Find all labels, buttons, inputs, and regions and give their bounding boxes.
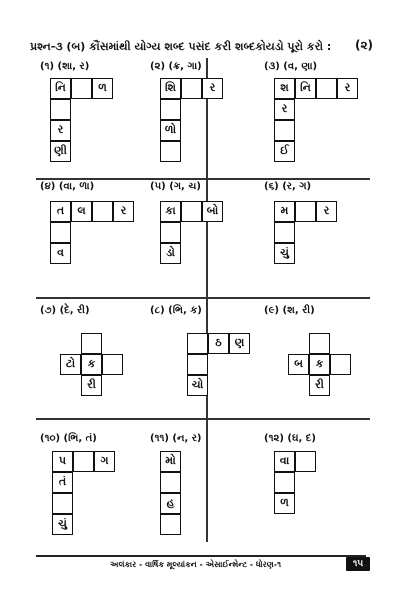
puzzle-6-label: (૬) (ર, ગ) xyxy=(264,181,312,192)
page-number-badge: ૧૫ xyxy=(346,557,370,571)
puzzle-8-label: (૮) (ભિ, ક) xyxy=(150,305,202,316)
puzzle-5-cell[interactable] xyxy=(181,201,202,222)
puzzle-8-cell[interactable]: ણ xyxy=(229,333,250,354)
puzzle-11-cell[interactable]: મો xyxy=(160,451,181,472)
puzzle-3-label: (૩) (વ, ણા) xyxy=(264,61,318,72)
puzzle-4-label: (૪) (વા, ળા) xyxy=(40,181,95,192)
puzzle-6-cell[interactable]: ર xyxy=(316,201,337,222)
puzzle-4-cell[interactable]: લ xyxy=(71,201,92,222)
puzzle-5-cell[interactable]: ડો xyxy=(160,243,181,264)
puzzle-1-cell[interactable]: ણી xyxy=(50,141,71,162)
puzzle-11-cell[interactable]: હ xyxy=(160,493,181,514)
puzzle-3-cell[interactable] xyxy=(274,120,295,141)
puzzle-5-label: (૫) (ગ, ચ) xyxy=(150,181,201,192)
puzzle-9-cell[interactable] xyxy=(330,354,351,375)
puzzle-5-cell[interactable]: કા xyxy=(160,201,181,222)
puzzle-8-cell[interactable] xyxy=(187,354,208,375)
puzzle-1-cell[interactable]: ર xyxy=(50,120,71,141)
puzzle-10-cell[interactable] xyxy=(73,451,94,472)
puzzle-2-label: (૨) (ક્ર, ગા) xyxy=(150,61,202,72)
puzzle-2-cell[interactable]: ર xyxy=(202,78,223,99)
puzzle-8-cell[interactable]: ઠ xyxy=(208,333,229,354)
puzzle-11-cell[interactable] xyxy=(160,472,181,493)
puzzle-4-cell[interactable]: વ xyxy=(50,243,71,264)
puzzle-1-cell[interactable]: ળ xyxy=(92,78,113,99)
row-divider-3 xyxy=(36,418,370,420)
row-divider-1 xyxy=(36,178,370,180)
puzzle-2-cell[interactable] xyxy=(160,141,181,162)
puzzle-11-cell[interactable] xyxy=(160,514,181,535)
puzzle-3-cell[interactable]: ઈ xyxy=(274,141,295,162)
puzzle-8-cell[interactable] xyxy=(187,333,208,354)
puzzle-9-cell[interactable]: બ xyxy=(288,354,309,375)
puzzle-4-cell[interactable]: ત xyxy=(50,201,71,222)
puzzle-6-cell[interactable] xyxy=(274,222,295,243)
puzzle-4-cell[interactable] xyxy=(92,201,113,222)
puzzle-7-cell[interactable] xyxy=(102,354,123,375)
puzzle-4-cell[interactable]: ર xyxy=(113,201,134,222)
puzzle-12-cell[interactable] xyxy=(274,472,295,493)
puzzle-11-label: (૧૧) (ન, ર) xyxy=(150,433,202,444)
puzzle-10-cell[interactable]: ચું xyxy=(52,514,73,535)
question-marks: (૨) xyxy=(355,38,374,52)
puzzle-3-cell[interactable] xyxy=(316,78,337,99)
puzzle-9-label: (૯) (શ, રી) xyxy=(264,305,315,316)
puzzle-9-cell[interactable]: ક xyxy=(309,354,330,375)
puzzle-6-cell[interactable]: ચું xyxy=(274,243,295,264)
puzzle-10-cell[interactable]: પ xyxy=(52,451,73,472)
puzzle-9-cell[interactable]: રી xyxy=(309,375,330,396)
puzzle-1-cell[interactable] xyxy=(71,78,92,99)
puzzle-12-cell[interactable]: વા xyxy=(274,451,295,472)
puzzle-7-label: (૭) (દે, રી) xyxy=(40,305,90,316)
puzzle-8-cell[interactable]: ચો xyxy=(187,375,208,396)
row-divider-2 xyxy=(36,297,370,299)
footer-text: અલંકાર - વાર્ષિક મૂલ્યાંકન - એસાઈન્મેન્ટ… xyxy=(110,560,282,569)
puzzle-1-label: (૧) (શા, ર) xyxy=(40,61,90,72)
puzzle-12-label: (૧૨) (ઘ, દ) xyxy=(264,433,316,444)
puzzle-7-cell[interactable]: ટો xyxy=(60,354,81,375)
puzzle-7-cell[interactable]: રી xyxy=(81,375,102,396)
puzzle-4-cell[interactable] xyxy=(50,222,71,243)
puzzle-7-cell[interactable]: ક xyxy=(81,354,102,375)
puzzle-1-cell[interactable]: નિ xyxy=(50,78,71,99)
puzzle-9-cell[interactable] xyxy=(309,333,330,354)
puzzle-2-cell[interactable]: ળો xyxy=(160,120,181,141)
puzzle-6-cell[interactable]: મ xyxy=(274,201,295,222)
puzzle-3-cell[interactable]: શ xyxy=(274,78,295,99)
puzzle-12-cell[interactable] xyxy=(295,451,316,472)
puzzle-7-cell[interactable] xyxy=(81,333,102,354)
puzzle-10-label: (૧૦) (ભિ, તં) xyxy=(40,433,97,444)
column-divider xyxy=(206,58,208,542)
puzzle-1-cell[interactable] xyxy=(50,99,71,120)
puzzle-5-cell[interactable] xyxy=(160,222,181,243)
puzzle-2-cell[interactable] xyxy=(160,99,181,120)
puzzle-3-cell[interactable]: ર xyxy=(274,99,295,120)
puzzle-5-cell[interactable]: બો xyxy=(202,201,223,222)
puzzle-6-cell[interactable] xyxy=(295,201,316,222)
footer-rule xyxy=(36,555,366,557)
puzzle-10-cell[interactable]: તં xyxy=(52,472,73,493)
puzzle-2-cell[interactable]: શિ xyxy=(160,78,181,99)
puzzle-2-cell[interactable] xyxy=(181,78,202,99)
question-heading: પ્રશ્ન-૩ (બ) કૌંસમાંથી યોગ્ય શબ્દ પસંદ ક… xyxy=(30,40,332,53)
puzzle-3-cell[interactable]: નિ xyxy=(295,78,316,99)
puzzle-12-cell[interactable]: ળ xyxy=(274,493,295,514)
puzzle-3-cell[interactable]: ર xyxy=(337,78,358,99)
puzzle-10-cell[interactable] xyxy=(52,493,73,514)
puzzle-10-cell[interactable]: ગ xyxy=(94,451,115,472)
